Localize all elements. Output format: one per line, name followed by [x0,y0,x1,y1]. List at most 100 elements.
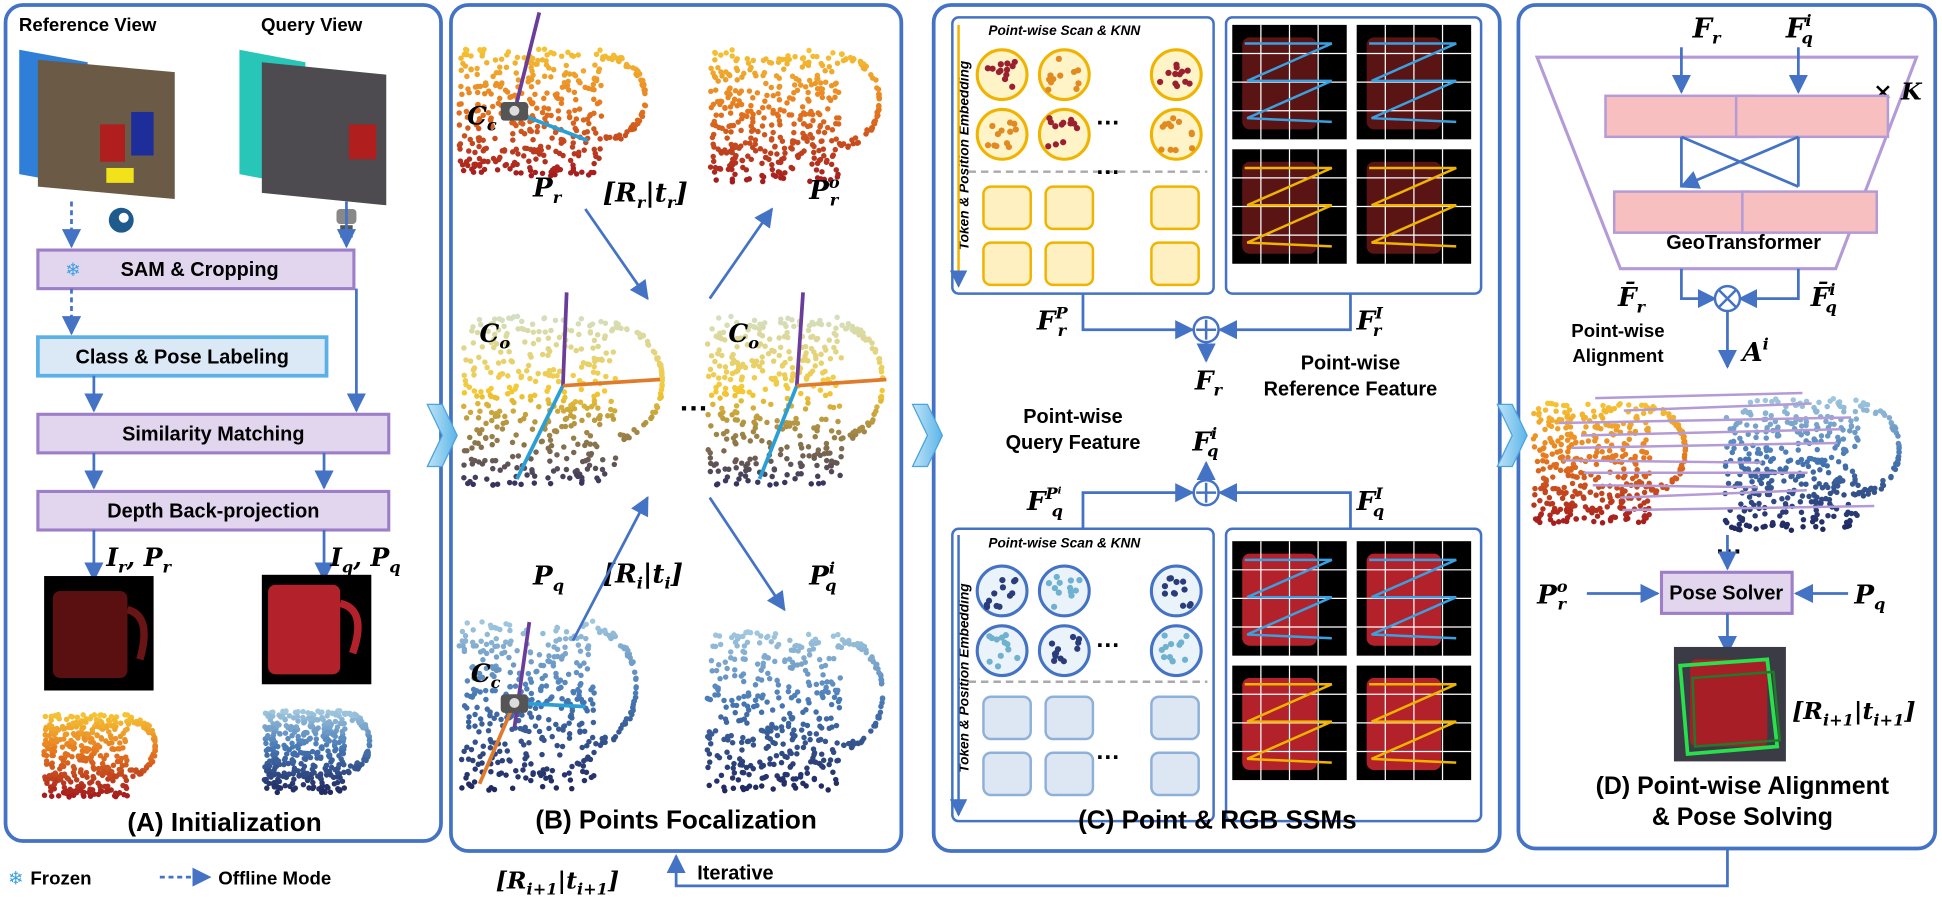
point [777,106,784,113]
point [798,150,805,156]
point [755,693,761,699]
point [1682,447,1688,454]
point [1609,423,1615,429]
point [732,142,739,148]
point [565,49,571,55]
point [876,102,882,109]
point [341,785,348,791]
point [1075,80,1082,87]
point [536,46,542,53]
point [1566,407,1573,413]
Fqi-input-label: Fiq​ [1785,11,1813,47]
point [704,341,711,347]
point [1770,455,1777,462]
point [1760,524,1766,530]
point [536,328,542,335]
point [1635,519,1642,526]
point [474,89,481,96]
point [1007,128,1014,135]
point [835,698,842,705]
point [869,340,875,346]
point [527,393,534,400]
point [605,55,612,61]
point [116,766,123,773]
point [570,401,576,407]
point [274,757,280,764]
point [791,121,797,127]
math-sub: r [637,193,647,212]
point [798,471,804,477]
point [1165,69,1172,77]
point [471,161,477,168]
point [830,404,837,411]
point [107,772,113,779]
point [265,733,271,739]
point [591,126,597,132]
point [804,396,811,402]
point [585,85,592,92]
point [776,97,783,103]
point [764,92,770,99]
point [319,780,325,786]
point-ssm-reference: Point-wise Scan & KNN Token & Position E… [949,16,1215,295]
point [760,663,766,670]
point [1053,573,1060,581]
point [575,321,582,327]
point [329,710,335,717]
point [722,385,729,392]
point [827,757,834,763]
point [488,639,495,646]
point [743,463,749,470]
point [999,584,1007,591]
point [68,779,74,785]
point [583,635,589,642]
point [1643,437,1649,443]
point [706,782,712,789]
point [1624,510,1631,516]
point [495,759,501,766]
point [1599,497,1606,503]
object-center-label: Co​ [728,319,759,352]
math-sup: i [1805,11,1811,30]
point [491,316,498,322]
math-sub: r [1213,381,1223,400]
point [722,659,729,665]
point [1076,577,1083,584]
point [291,729,298,735]
point [828,468,835,475]
point [1014,654,1021,662]
point [1569,503,1576,509]
point [66,724,72,731]
point [289,724,295,731]
point [759,160,765,167]
point [277,731,283,737]
panel-d-title: (D) Point-wise Alignment [1596,772,1889,800]
point [707,164,714,170]
point [563,455,570,462]
point [1188,145,1196,152]
scan-path [1369,42,1457,124]
point [828,701,835,708]
point [1783,449,1789,455]
token-box [1150,241,1200,287]
point [785,723,792,730]
point [514,54,521,61]
query-view-label: Query View [261,14,363,35]
math-base: P [808,175,830,206]
point [791,727,797,733]
point [627,126,634,133]
point [571,71,577,78]
point [1178,639,1185,646]
point [286,713,293,719]
point [1557,454,1564,461]
point [828,715,834,721]
point [750,57,757,64]
point [836,429,842,436]
point [1872,410,1879,417]
point [493,667,500,674]
point [586,451,592,457]
point [554,167,561,173]
point [46,722,53,728]
point [738,673,745,679]
point [1722,517,1729,524]
